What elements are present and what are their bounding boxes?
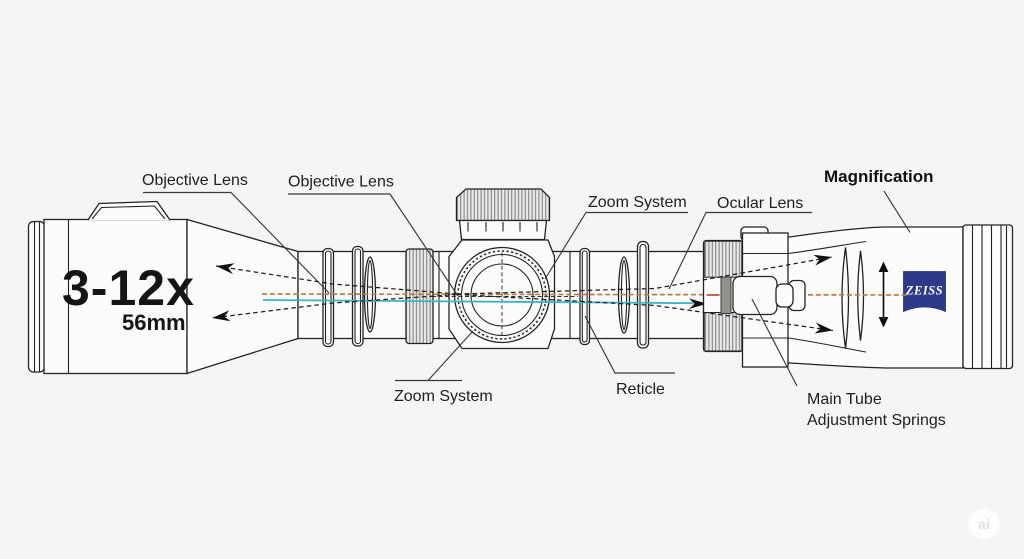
turret-tick-marks [467,222,538,232]
focus-ring-knurled [405,248,434,345]
magnification-range-text: 3-12x [62,260,195,316]
leader-zoom-system-bottom [395,330,474,382]
erector-tube-piston [732,275,778,316]
magnification-travel-arrow [878,261,889,328]
objective-lens-element-2 [351,245,364,347]
zoom-ring-knurl-bottom [703,312,743,352]
label-ocular-lens: Ocular Lens [717,195,803,212]
zoom-ring-knurl-top [703,240,743,278]
watermark: ai [968,508,1000,540]
elevation-turret [455,188,551,241]
leader-reticle [584,315,675,374]
watermark-text: ai [978,516,990,532]
leader-magnification [883,190,911,233]
adjustment-spring-plate [720,276,732,314]
eyepiece-ridge-rings [962,224,1014,370]
optical-axis-orange [261,293,909,296]
label-objective-lens-inner: Objective Lens [288,174,394,191]
reticle-axis-cyan [262,299,694,305]
objective-bell-body [43,218,188,375]
callout-lines [143,190,911,387]
objective-diameter-text: 56mm [122,310,186,335]
arrow-down-icon [878,317,889,328]
ray-left-upper [215,263,458,295]
ray-left-lower [211,293,458,322]
light-rays [211,254,834,334]
label-zoom-system-bottom: Zoom System [394,388,493,405]
objective-bell [27,200,299,375]
zeiss-logo-text: ZEISS [905,284,943,298]
ray-right-upper [456,254,833,295]
erector-tube-nose [775,283,794,308]
watermark-circle [968,508,1000,540]
label-zoom-system-top: Zoom System [588,194,687,211]
turret-knurled-cap [455,188,551,222]
callout-labels: Objective Lens Objective Lens Zoom Syste… [142,167,946,429]
label-main-tube-line1: Main Tube [807,391,882,408]
bell-taper [186,218,299,375]
magnification-lens-2 [857,250,865,341]
objective-cap-ring [27,220,46,373]
leader-zoom-system-top [544,211,688,280]
scope-spec-text: 3-12x 56mm [62,260,195,335]
leader-objective-lens-inner [288,193,459,297]
ray-right-lower [456,293,834,334]
arrow-up-icon [878,261,889,272]
leader-ocular-lens [668,211,812,290]
label-reticle: Reticle [616,381,665,398]
reticle-lens [579,247,591,346]
magnification-lens-1 [841,247,850,349]
cyan-axis-arrowhead-icon [689,298,707,309]
label-magnification: Magnification [824,167,934,186]
leader-objective-lens-left [143,191,330,294]
objective-lens-group [322,245,377,348]
label-objective-lens-left: Objective Lens [142,172,248,189]
leader-main-tube-springs [751,298,798,387]
objective-lens-element-1 [322,247,335,348]
zeiss-logo: ZEISS [903,271,946,313]
erector-assembly [702,226,806,368]
label-main-tube-line2: Adjustment Springs [807,412,946,429]
